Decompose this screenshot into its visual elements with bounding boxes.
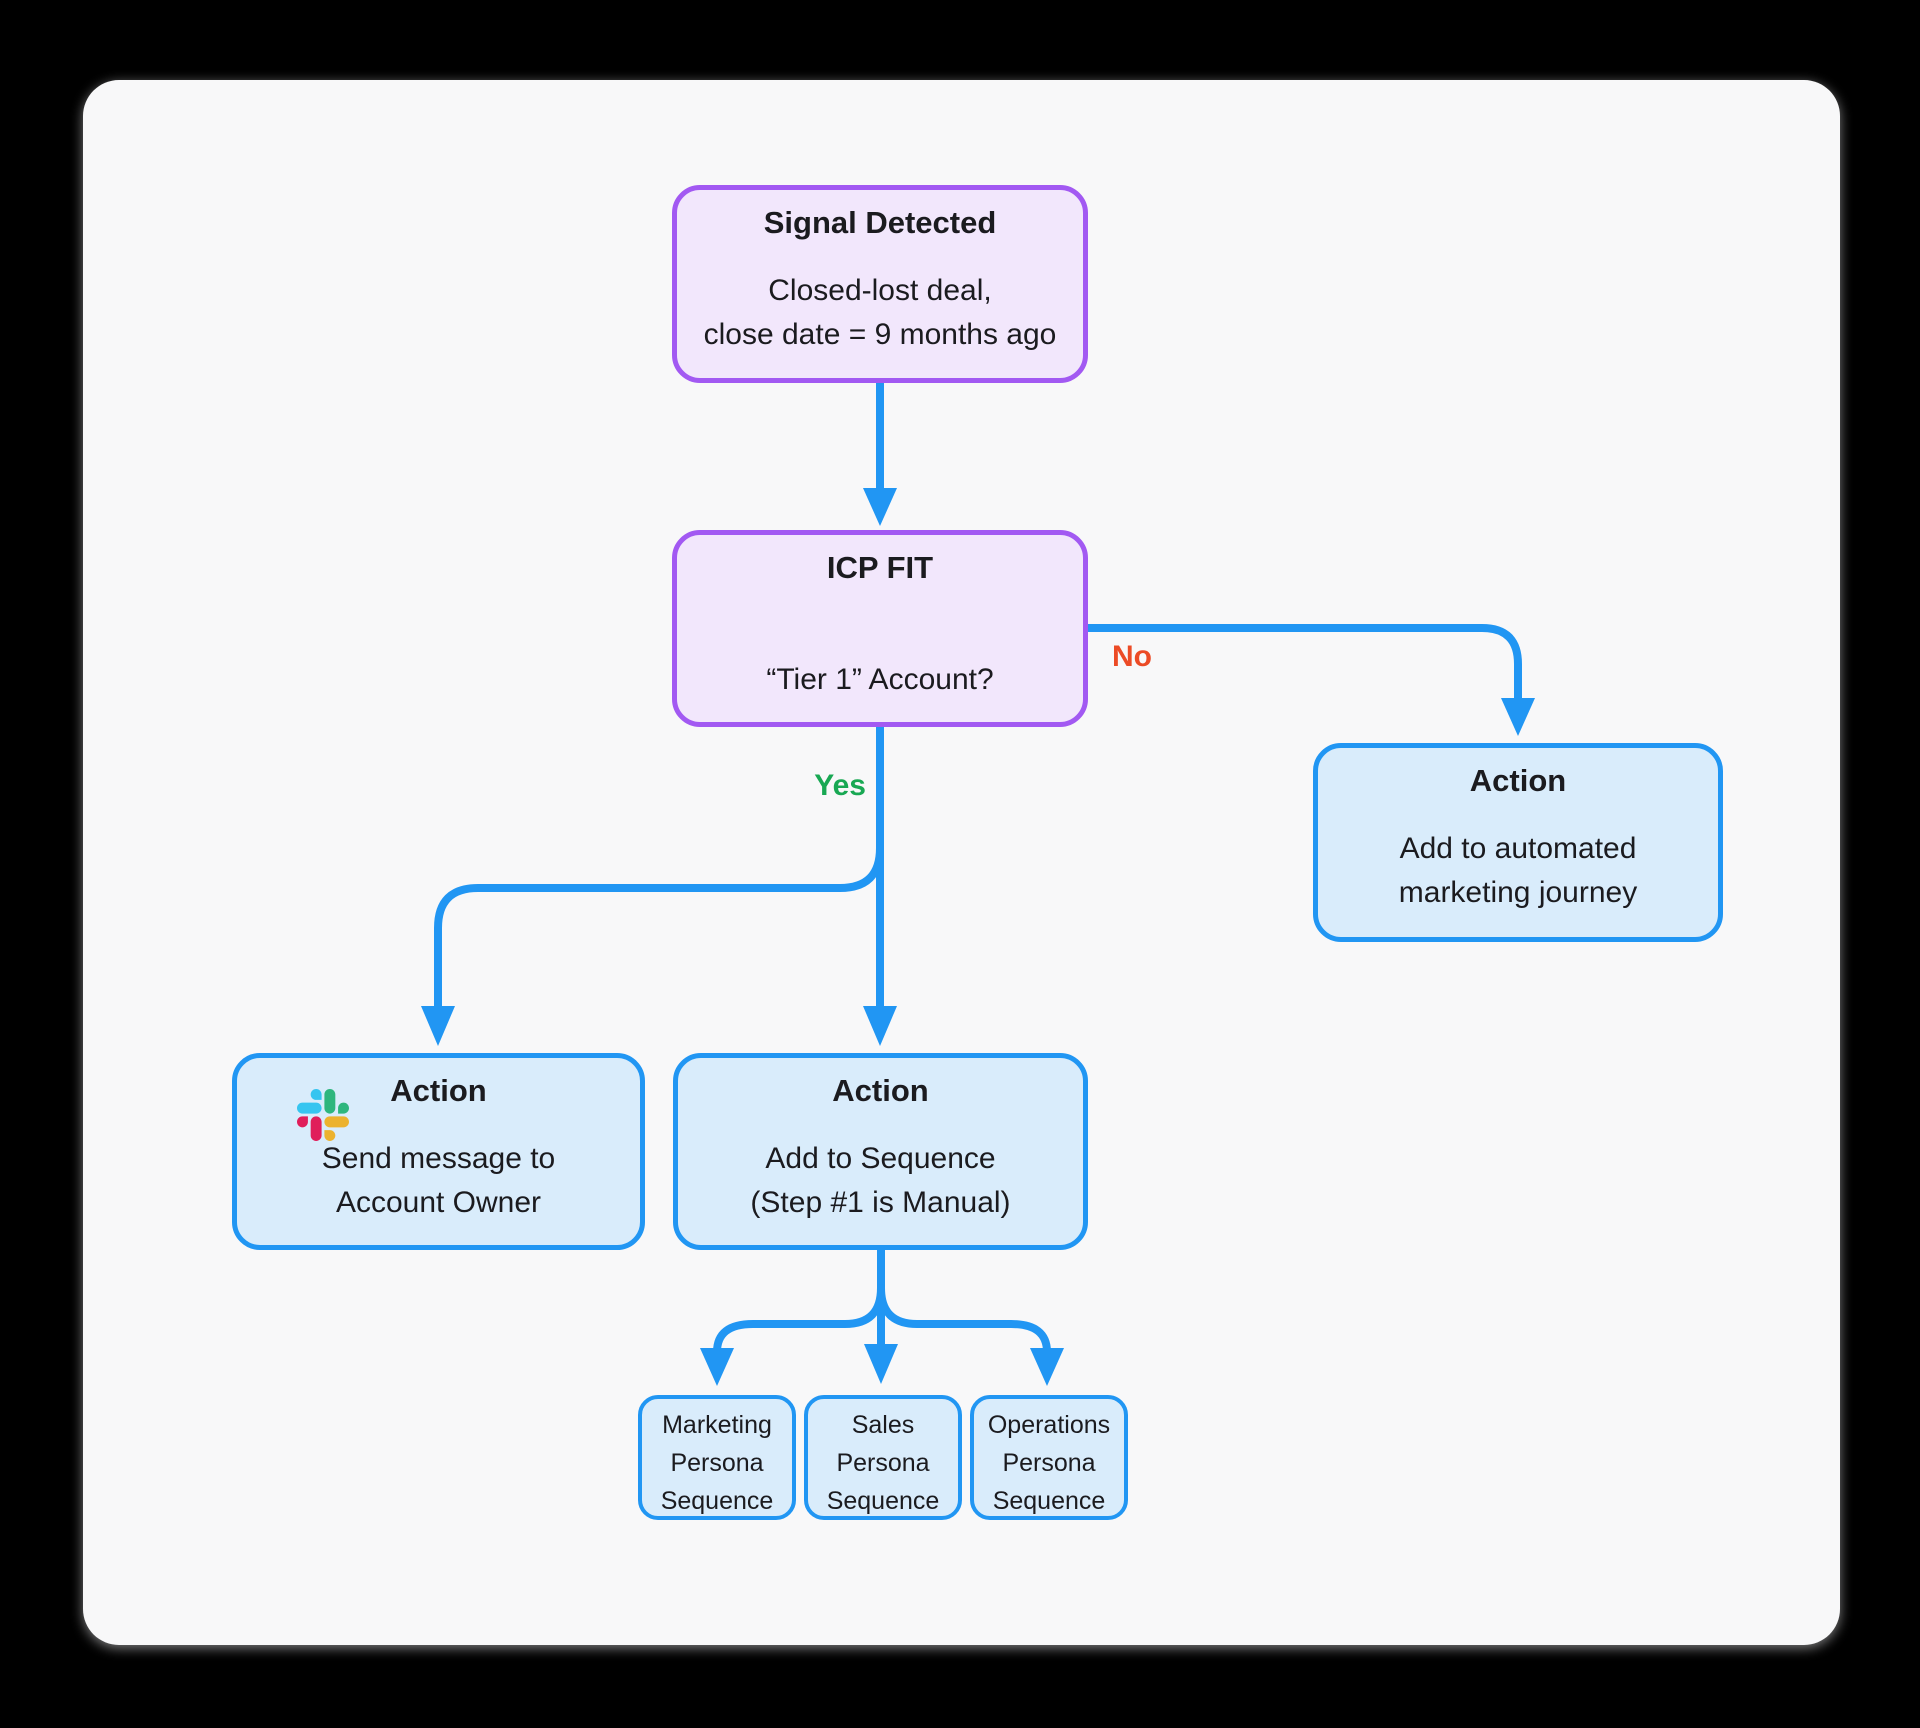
body-line: Marketing xyxy=(662,1411,772,1439)
body-line: Add to Sequence xyxy=(765,1142,996,1175)
slack-icon xyxy=(297,1089,349,1141)
body-line: Send message to xyxy=(321,1142,556,1175)
node-title: Action xyxy=(390,1073,487,1108)
node-body: Add to Sequence (Step #1 is Manual) xyxy=(678,1137,1083,1225)
body-line: (Step #1 is Manual) xyxy=(750,1186,1011,1219)
arrowhead-icon xyxy=(863,1006,897,1046)
body-line: Persona xyxy=(836,1449,930,1477)
no-branch-label: No xyxy=(1112,640,1152,673)
edge-fan-right xyxy=(877,1284,1051,1356)
body-line: Sequence xyxy=(826,1487,940,1515)
icp-fit-node: ICP FIT “Tier 1” Account? xyxy=(672,530,1088,727)
body-line: Sequence xyxy=(660,1487,774,1515)
arrowhead-icon xyxy=(421,1006,455,1046)
node-body: Add to automated marketing journey xyxy=(1318,827,1718,915)
action-slack-message-node: Action Send message to Account Owner xyxy=(232,1053,645,1250)
edge-no-branch xyxy=(1084,624,1522,704)
body-line: Closed-lost deal, xyxy=(768,274,992,307)
sales-persona-sequence-node: Sales Persona Sequence xyxy=(804,1395,962,1520)
body-line: Operations xyxy=(987,1411,1111,1439)
marketing-persona-sequence-node: Marketing Persona Sequence xyxy=(638,1395,796,1520)
action-add-sequence-node: Action Add to Sequence (Step #1 is Manua… xyxy=(673,1053,1088,1250)
body-line: marketing journey xyxy=(1398,876,1638,909)
signal-detected-node: Signal Detected Closed-lost deal, close … xyxy=(672,185,1088,383)
body-line: Sequence xyxy=(992,1487,1106,1515)
arrowhead-icon xyxy=(863,488,897,526)
arrowhead-icon xyxy=(1030,1348,1064,1386)
body-line: Persona xyxy=(1002,1449,1096,1477)
node-title: Action xyxy=(832,1073,929,1108)
body-line: Add to automated xyxy=(1399,832,1637,865)
body-line: “Tier 1” Account? xyxy=(766,663,994,696)
operations-persona-sequence-node: Operations Persona Sequence xyxy=(970,1395,1128,1520)
node-title: Signal Detected xyxy=(763,205,997,240)
arrowhead-icon xyxy=(1501,698,1535,736)
action-marketing-journey-node: Action Add to automated marketing journe… xyxy=(1313,743,1723,942)
yes-branch-label: Yes xyxy=(814,769,866,802)
node-header: Action xyxy=(237,1071,640,1141)
arrowhead-icon xyxy=(864,1344,898,1384)
edge-fan-left xyxy=(713,1284,885,1356)
body-line: Persona xyxy=(670,1449,764,1477)
body-line: Sales xyxy=(851,1411,915,1439)
body-line: Account Owner xyxy=(335,1186,542,1219)
node-body: Send message to Account Owner xyxy=(237,1137,640,1225)
node-body: “Tier 1” Account? xyxy=(677,658,1083,702)
body-line: close date = 9 months ago xyxy=(703,318,1057,351)
node-body: Closed-lost deal, close date = 9 months … xyxy=(677,269,1083,357)
node-title: ICP FIT xyxy=(826,550,934,585)
node-title: Action xyxy=(1469,763,1567,798)
arrowhead-icon xyxy=(700,1348,734,1386)
edge-yes-left-branch xyxy=(434,844,884,1012)
